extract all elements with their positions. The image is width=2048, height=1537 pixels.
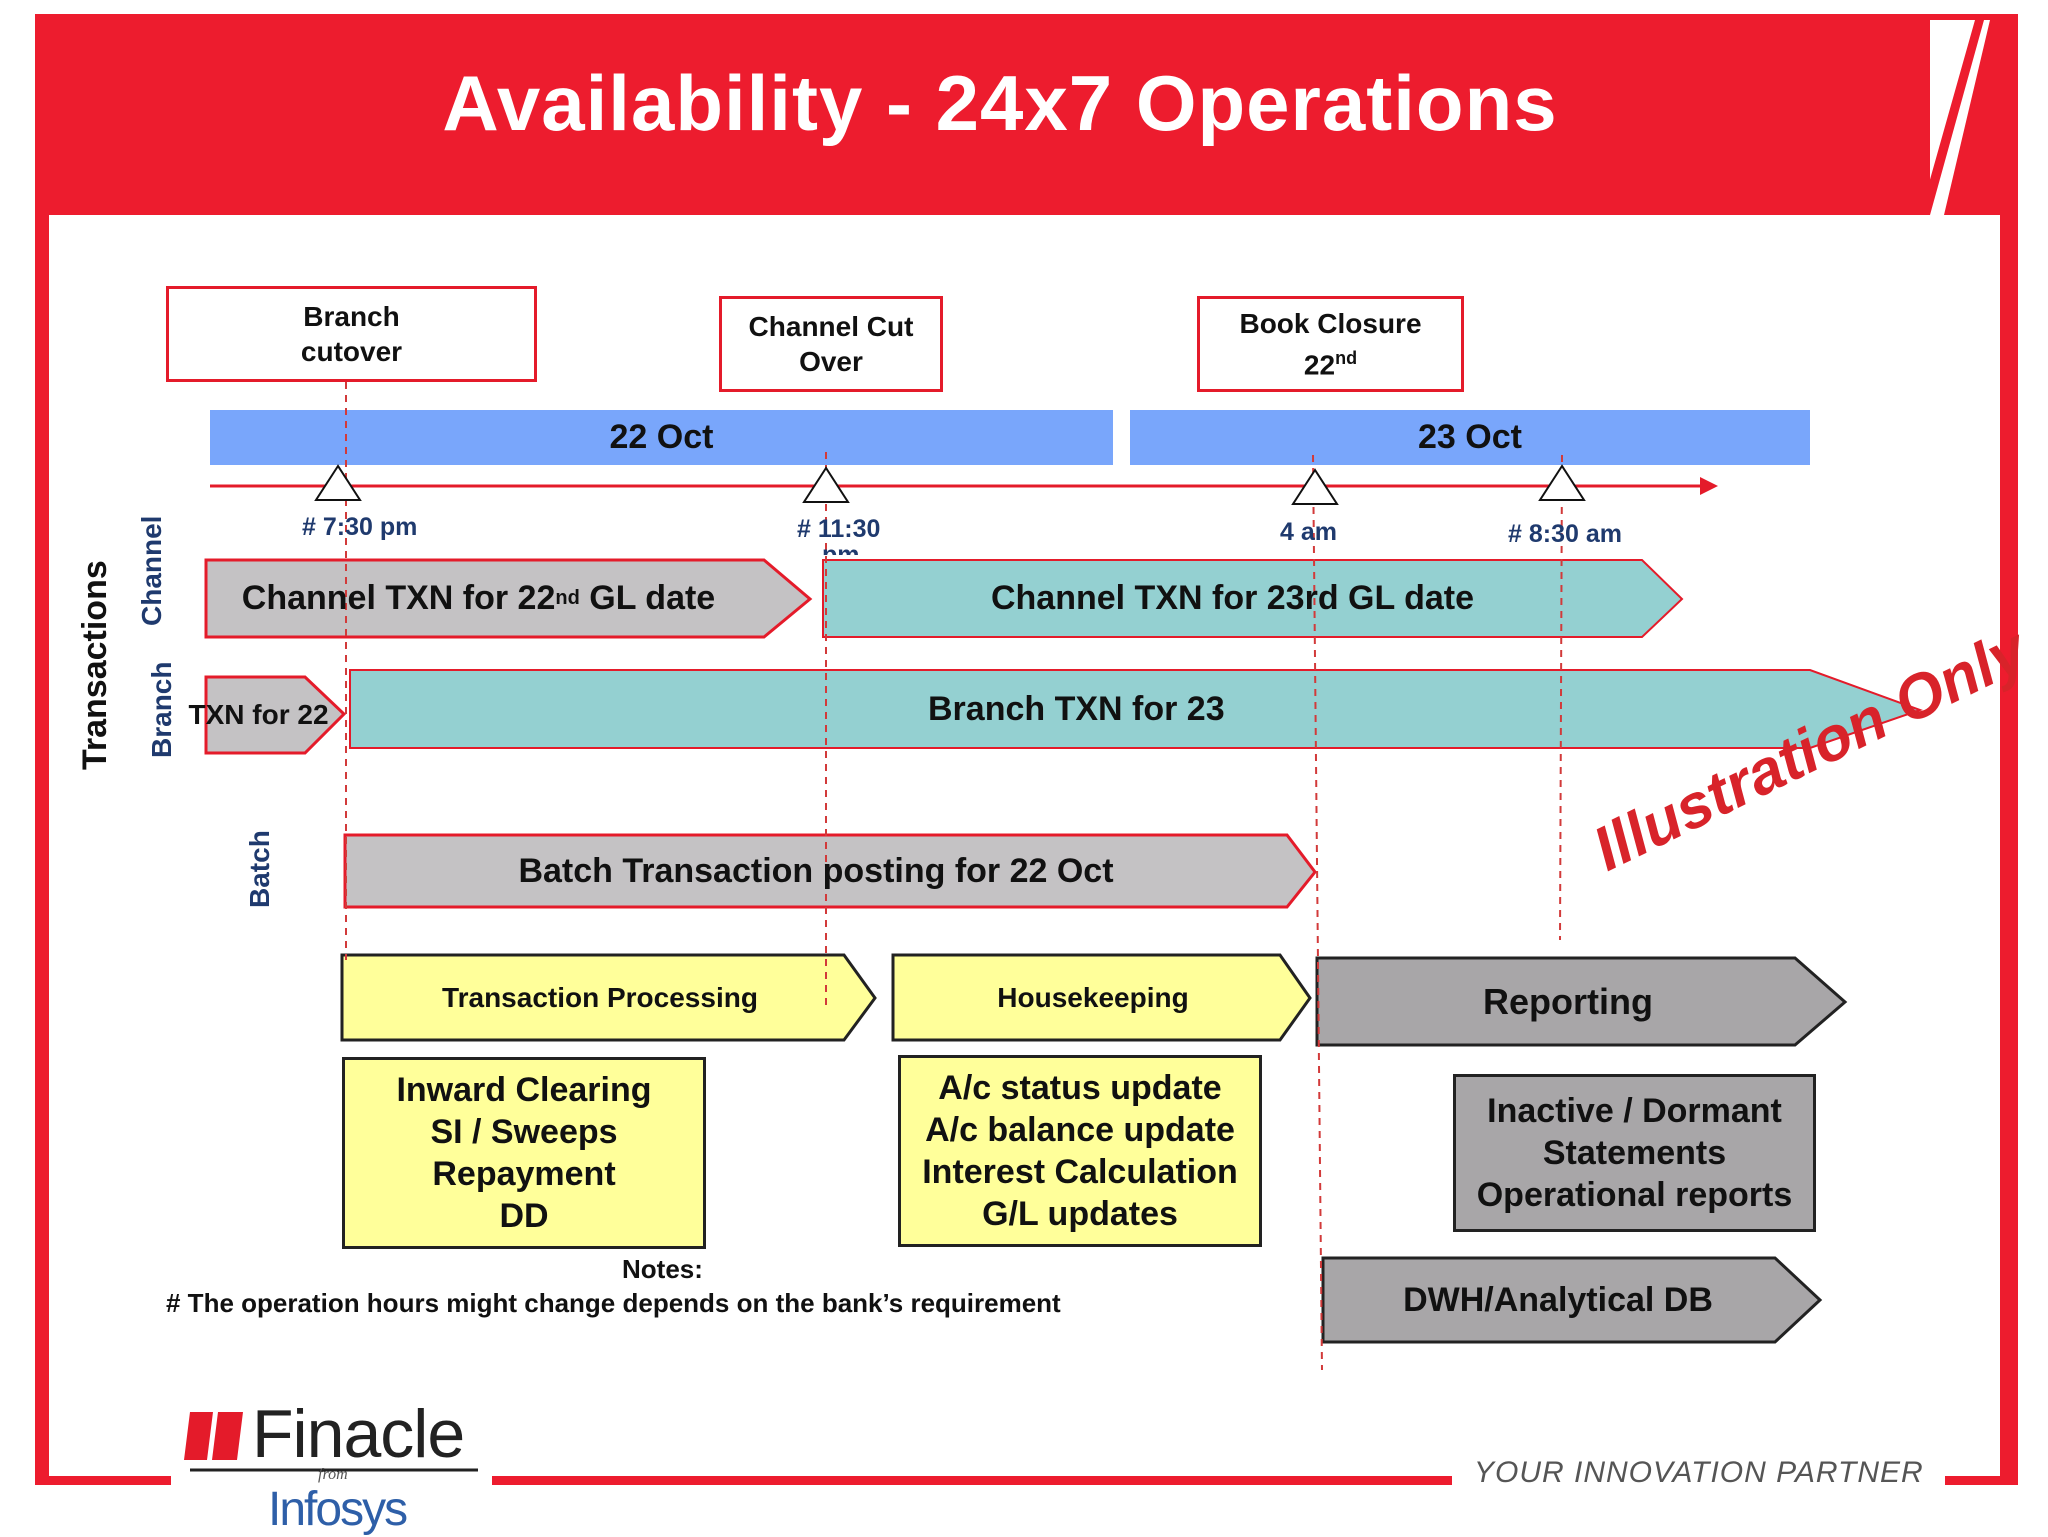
- guide-book-closure: [1312, 454, 1323, 1371]
- time-1130pm: # 11:30: [797, 515, 881, 543]
- box-reporting-tasks: Inactive / Dormant Statements Operationa…: [1453, 1074, 1816, 1232]
- phase-reporting-label: Reporting: [1483, 980, 1653, 1022]
- arrow-branch-22-label: TXN for 22: [188, 699, 329, 730]
- arrow-channel-22-pre: Channel TXN for 22: [241, 579, 556, 617]
- arrow-batch-22-label: Batch Transaction posting for 22 Oct: [518, 851, 1114, 890]
- guide-830am: [1559, 454, 1563, 941]
- logo-from-text: from: [318, 1466, 348, 1483]
- callout-book-closure: Book Closure 22nd: [1197, 296, 1464, 392]
- task-gl-updates: G/L updates: [982, 1195, 1178, 1233]
- arrow-branch-22: [204, 675, 347, 755]
- arrow-channel-23-label: Channel TXN for 23rd GL date: [990, 579, 1474, 617]
- phase-dwh-label: DWH/Analytical DB: [1403, 1280, 1713, 1319]
- callout-channel-cutover-line2: Over: [799, 346, 863, 377]
- task-operational-reports: Operational reports: [1476, 1176, 1793, 1214]
- callout-book-closure-line1: Book Closure: [1239, 307, 1422, 339]
- row-label-transactions: Transactions: [76, 560, 114, 770]
- time-1130pm-overflow: pm: [822, 541, 860, 555]
- callout-book-closure-line2: 22nd: [1304, 341, 1357, 382]
- arrow-branch-23-label: Branch TXN for 23: [928, 689, 1225, 728]
- marker-4am: [1291, 468, 1339, 505]
- day-label-23-oct: 23 Oct: [1418, 418, 1522, 456]
- task-statements: Statements: [1542, 1134, 1727, 1172]
- notes-text: # The operation hours might change depen…: [166, 1288, 1061, 1318]
- phase-housekeeping-label: Housekeeping: [997, 981, 1189, 1013]
- phase-processing: [340, 953, 877, 1042]
- finacle-logo-mark: [184, 1412, 213, 1460]
- frame-left: [35, 215, 49, 1485]
- day-label-22-oct: 22 Oct: [609, 418, 714, 456]
- tagline: YOUR INNOVATION PARTNER: [1474, 1456, 1924, 1489]
- task-ac-status: A/c status update: [938, 1069, 1222, 1107]
- time-730pm: # 7:30 pm: [302, 513, 418, 541]
- callout-book-closure-day: 22: [1303, 349, 1336, 381]
- notes-heading: Notes:: [622, 1254, 703, 1284]
- callout-channel-cutover-line1: Channel Cut: [748, 311, 914, 342]
- arrow-branch-23: [349, 669, 1923, 749]
- time-830am: # 8:30 am: [1508, 520, 1622, 548]
- day-bar-23-oct: [1130, 410, 1810, 465]
- task-inward-clearing: Inward Clearing: [396, 1071, 652, 1109]
- box-housekeeping-tasks: A/c status update A/c balance update Int…: [898, 1055, 1262, 1247]
- infosys-logo-text: Infosys: [268, 1483, 408, 1536]
- arrow-channel-22: [204, 558, 813, 639]
- callout-branch-cutover-line1: Branch: [303, 301, 400, 332]
- row-label-channel: Channel: [136, 515, 167, 626]
- arrow-channel-22-post: GL date: [579, 579, 716, 617]
- marker-830am: [1538, 464, 1586, 501]
- phase-processing-label: Transaction Processing: [442, 981, 758, 1013]
- task-dd: DD: [499, 1197, 549, 1235]
- time-4am: 4 am: [1280, 518, 1337, 546]
- frame-bottom-right: [1945, 1476, 2018, 1485]
- callout-branch-cutover-line2: cutover: [300, 336, 403, 367]
- phase-reporting: [1315, 956, 1848, 1047]
- arrow-channel-23: [822, 559, 1684, 638]
- marker-1130pm: [802, 466, 850, 503]
- header-slash: [1930, 20, 1990, 215]
- task-ac-balance: A/c balance update: [925, 1111, 1235, 1149]
- callout-channel-cutover: Channel Cut Over: [719, 296, 943, 392]
- row-label-batch: Batch: [244, 830, 275, 908]
- phase-dwh: [1321, 1256, 1823, 1344]
- page-title: Availability - 24x7 Operations: [442, 59, 1558, 147]
- arrow-channel-22-sup: nd: [555, 587, 580, 609]
- task-interest: Interest Calculation: [922, 1153, 1238, 1191]
- callout-book-closure-sup: nd: [1335, 347, 1358, 368]
- finacle-logo-text: Finacle: [252, 1396, 465, 1472]
- marker-730pm: [314, 464, 362, 501]
- frame-bottom-left: [35, 1476, 171, 1485]
- task-si-sweeps: SI / Sweeps: [430, 1113, 618, 1151]
- finacle-logo-mark-2: [212, 1412, 243, 1460]
- callout-branch-cutover: Branch cutover: [166, 286, 537, 382]
- frame-right: [2000, 215, 2018, 1485]
- box-processing-tasks: Inward Clearing SI / Sweeps Repayment DD: [342, 1057, 706, 1249]
- row-label-branch: Branch: [146, 661, 177, 758]
- day-bar-22-oct: [210, 410, 1113, 465]
- frame-bottom-mid: [492, 1476, 1452, 1485]
- task-inactive-dormant: Inactive / Dormant: [1487, 1092, 1782, 1130]
- task-repayment: Repayment: [432, 1155, 616, 1193]
- header-band-main: [35, 14, 1930, 215]
- timeline-arrowhead: [1700, 477, 1718, 495]
- phase-housekeeping: [891, 953, 1312, 1042]
